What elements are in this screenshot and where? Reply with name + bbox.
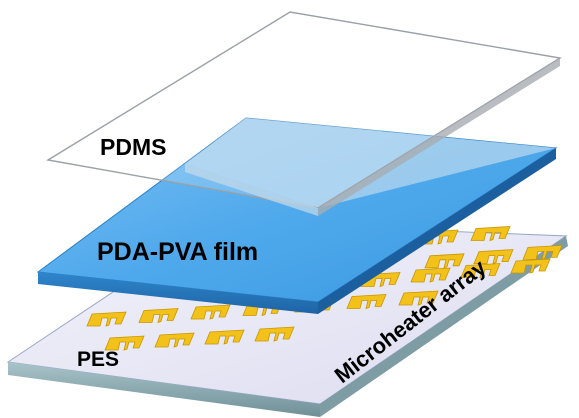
pes-right-edge bbox=[320, 236, 568, 417]
microheater-pad bbox=[473, 249, 514, 265]
microheater-pad bbox=[86, 311, 127, 327]
microheater-pad bbox=[424, 253, 465, 269]
microheater-pad bbox=[254, 326, 295, 342]
pdms-sheet bbox=[46, 11, 562, 216]
pdms-overlap-region bbox=[185, 118, 556, 208]
pdms-front-edge bbox=[185, 164, 318, 216]
pda-pva-film bbox=[36, 117, 558, 314]
microheater-pad bbox=[470, 226, 511, 242]
microheater-pad bbox=[346, 294, 387, 310]
pda-pva-film-label: PDA-PVA film bbox=[97, 238, 258, 266]
microheater-pad bbox=[398, 290, 439, 306]
pda-pva-film-right-edge bbox=[318, 148, 556, 314]
pda-pva-film-front-edge bbox=[38, 272, 318, 314]
microheater-pad bbox=[510, 258, 551, 274]
pdms-label: PDMS bbox=[100, 134, 166, 160]
pes-label: PES bbox=[77, 348, 119, 371]
pes-front-edge bbox=[8, 362, 320, 417]
microheater-pad bbox=[522, 244, 563, 261]
microheater-pad bbox=[410, 267, 451, 283]
microheater-pad bbox=[460, 263, 501, 279]
microheater-pad bbox=[204, 329, 245, 345]
microheater-pad bbox=[154, 332, 195, 348]
microheater-pad bbox=[138, 308, 179, 324]
pdms-right-edge bbox=[318, 58, 560, 216]
microheater-pad bbox=[104, 335, 145, 351]
microheater-pad bbox=[190, 304, 231, 320]
